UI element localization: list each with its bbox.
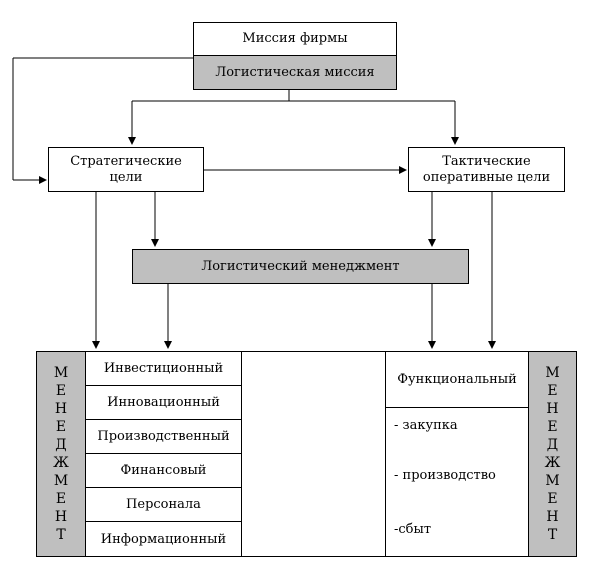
logistic-mission-box: Логистическая миссия [193,55,397,90]
functional-block: Функциональный - закупка - производство … [385,351,529,557]
strategic-goals-line1: Стратегические [70,153,182,169]
functional-title-cell: Функциональный [386,352,528,408]
logistic-management-box: Логистический менеджмент [132,249,469,284]
left-letter: Ж [53,455,69,471]
mission-label: Миссия фирмы [242,31,348,46]
left-letter: Н [54,509,68,525]
right-letter: Е [547,419,558,435]
right-letter: Т [547,527,558,543]
right-letter: Е [547,383,558,399]
right-management-vertical-label: М Е Н Е Д Ж М Е Н Т [528,351,577,557]
left-letter: Е [55,491,67,507]
strategic-goals-box: Стратегические цели [48,147,204,192]
management-type-item: Инновационный [86,386,241,420]
management-type-item: Персонала [86,488,241,522]
tactical-goals-box: Тактические оперативные цели [408,147,565,192]
management-type-item: Производственный [86,420,241,454]
management-type-item: Инвестиционный [86,352,241,386]
management-types-list: Инвестиционный Инновационный Производств… [85,351,242,557]
right-letter: Ж [544,455,561,471]
logistic-mission-label: Логистическая миссия [215,64,375,80]
logistic-management-label: Логистический менеджмент [201,258,400,274]
right-letter: М [545,365,560,381]
right-letter: Е [547,491,558,507]
functional-title: Функциональный [397,372,517,387]
functional-item: - закупка [394,418,458,433]
left-letter: Д [55,437,67,453]
mission-box: Миссия фирмы [193,22,397,56]
left-letter: Н [54,401,68,417]
right-letter: Н [546,509,559,525]
left-letter: Е [55,383,67,399]
left-letter: М [53,365,69,381]
left-letter: Е [55,419,67,435]
management-type-item: Финансовый [86,454,241,488]
right-letter: М [545,473,560,489]
left-letter: М [53,473,69,489]
right-letter: Н [546,401,559,417]
left-management-vertical-label: М Е Н Е Д Ж М Е Н Т [36,351,86,557]
tactical-goals-line1: Тактические [442,153,531,169]
tactical-goals-line2: оперативные цели [422,169,551,185]
right-letter: Д [546,437,559,453]
functional-item: - производство [394,468,496,483]
left-letter: Т [56,527,66,543]
management-type-item: Информационный [100,531,227,547]
strategic-goals-line2: цели [109,169,143,185]
functional-item: -сбыт [394,522,432,537]
